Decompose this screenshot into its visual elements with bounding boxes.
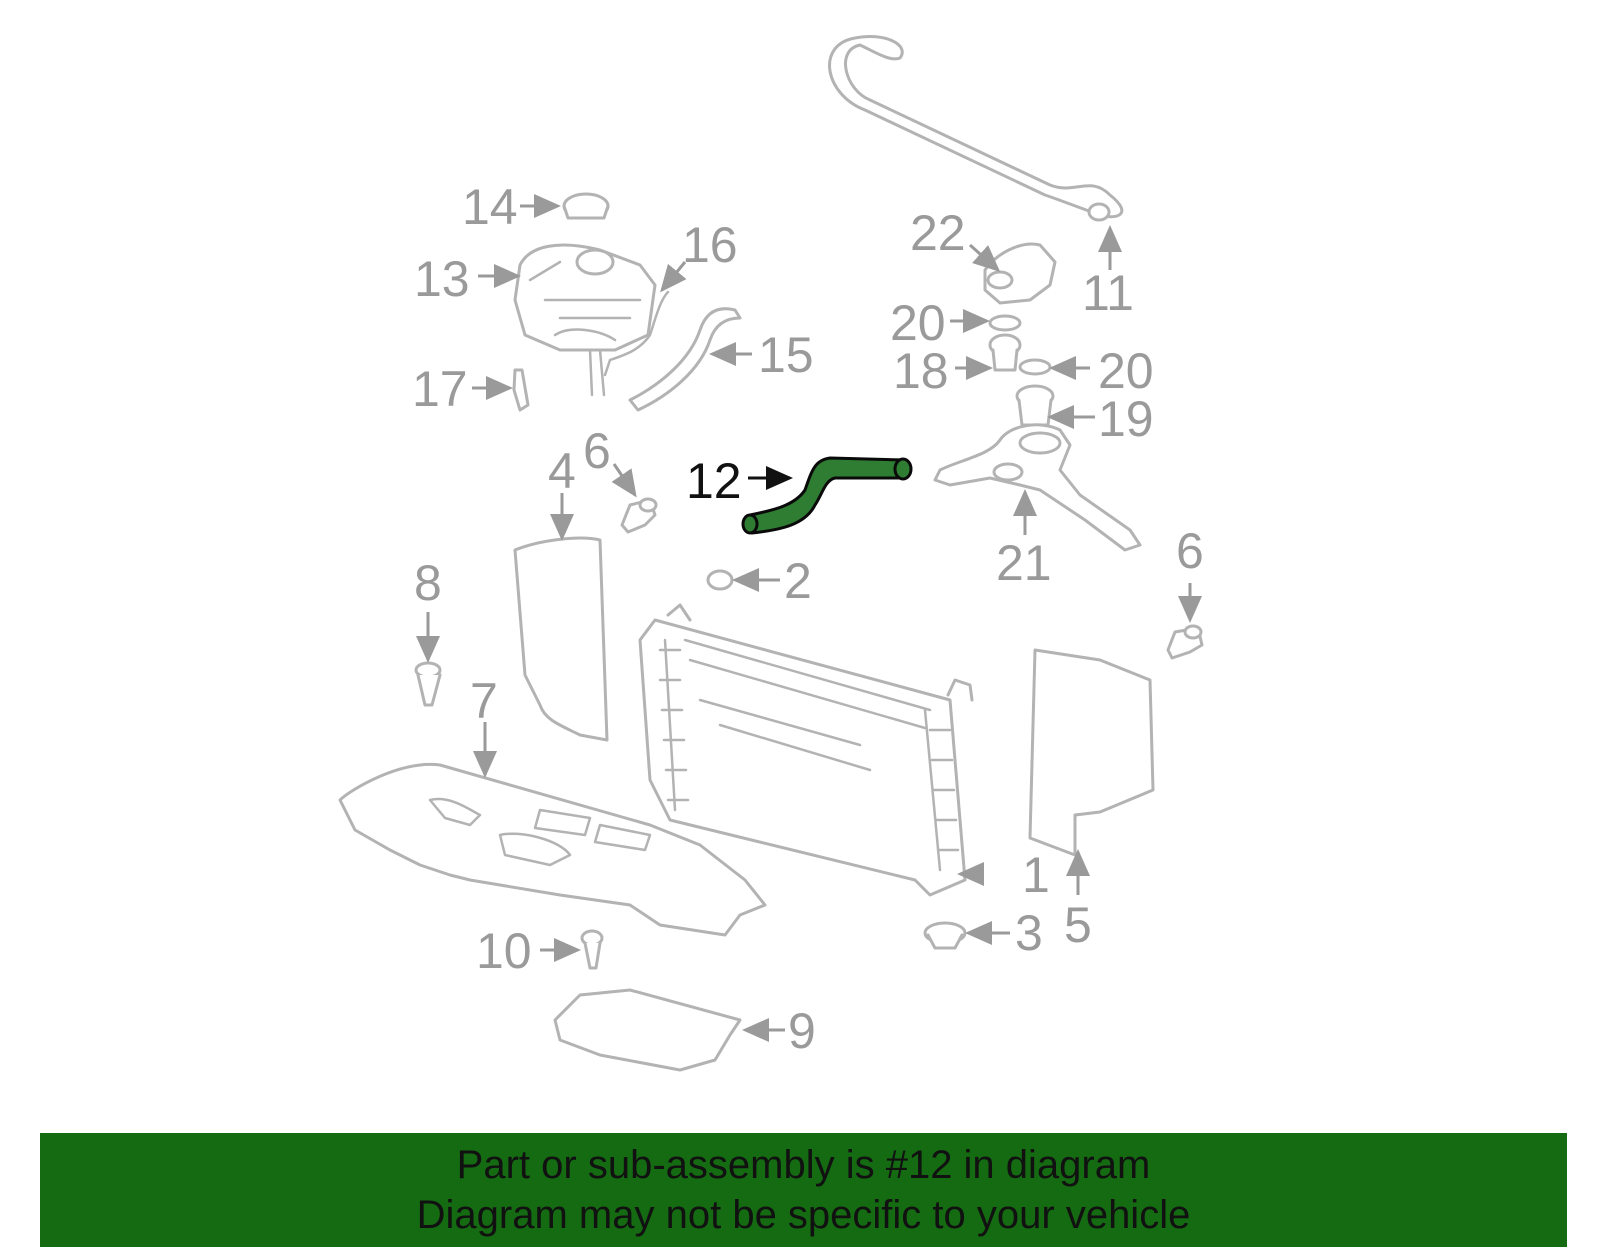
- push-pin-part-8: [414, 661, 442, 707]
- callout-7: 7: [470, 673, 498, 729]
- callout-20-lower: 20: [1098, 343, 1154, 399]
- radiator-hose-part-12-highlighted: [741, 456, 913, 535]
- callout-13: 13: [414, 251, 470, 307]
- info-banner: Part or sub-assembly is #12 in diagram D…: [40, 1133, 1567, 1247]
- callout-17: 17: [412, 361, 468, 417]
- callout-2: 2: [784, 553, 812, 609]
- callout-21: 21: [996, 535, 1052, 591]
- callout-14: 14: [462, 179, 518, 235]
- push-pin-part-6-right: [1166, 624, 1204, 660]
- callout-11: 11: [1082, 265, 1134, 321]
- callout-15: 15: [758, 327, 814, 383]
- callout-arrows: [416, 194, 1202, 1042]
- callout-18: 18: [893, 343, 949, 399]
- callout-19: 19: [1098, 391, 1154, 447]
- callout-3: 3: [1015, 905, 1043, 961]
- left-air-baffle-part-4: [513, 536, 609, 742]
- thermostat-housing-part-22: [983, 242, 1057, 305]
- callout-8: 8: [414, 555, 442, 611]
- radiator-insulator-part-3: [923, 921, 967, 950]
- reservoir-hose-part-15: [628, 307, 742, 412]
- callout-20-upper: 20: [890, 295, 946, 351]
- banner-line-2: Diagram may not be specific to your vehi…: [416, 1193, 1191, 1237]
- banner-line-1: Part or sub-assembly is #12 in diagram: [456, 1143, 1151, 1187]
- callout-4: 4: [548, 443, 576, 499]
- water-outlet-part-19: [1015, 384, 1055, 427]
- coolant-reservoir-part-13: [513, 243, 657, 397]
- push-pin-part-6-left: [620, 497, 658, 534]
- reservoir-cap-part-14: [562, 192, 610, 220]
- lower-shield-part-7: [338, 762, 767, 937]
- callout-6-right: 6: [1176, 523, 1204, 579]
- callout-12: 12: [686, 453, 742, 509]
- callout-9: 9: [788, 1003, 816, 1059]
- thermostat-part-18: [988, 333, 1022, 372]
- callout-16: 16: [682, 217, 738, 273]
- radiator-part-1: [638, 603, 974, 897]
- inlet-crossover-part-21: [933, 423, 1142, 552]
- callout-1: 1: [1022, 847, 1050, 903]
- right-air-baffle-part-5: [1028, 648, 1155, 857]
- callout-5: 5: [1064, 897, 1092, 953]
- callout-10: 10: [476, 923, 532, 979]
- plug-part-2: [706, 569, 734, 591]
- callout-22: 22: [910, 205, 966, 261]
- callout-6-left: 6: [583, 423, 611, 479]
- o-ring-part-20-upper: [988, 314, 1022, 332]
- clip-part-17: [512, 368, 530, 412]
- upper-radiator-hose-part-11: [828, 35, 1124, 222]
- overflow-hose-part-16: [603, 290, 670, 377]
- lower-deflector-part-9: [553, 988, 742, 1072]
- push-pin-part-10: [580, 929, 604, 970]
- o-ring-part-20-lower: [1018, 358, 1052, 376]
